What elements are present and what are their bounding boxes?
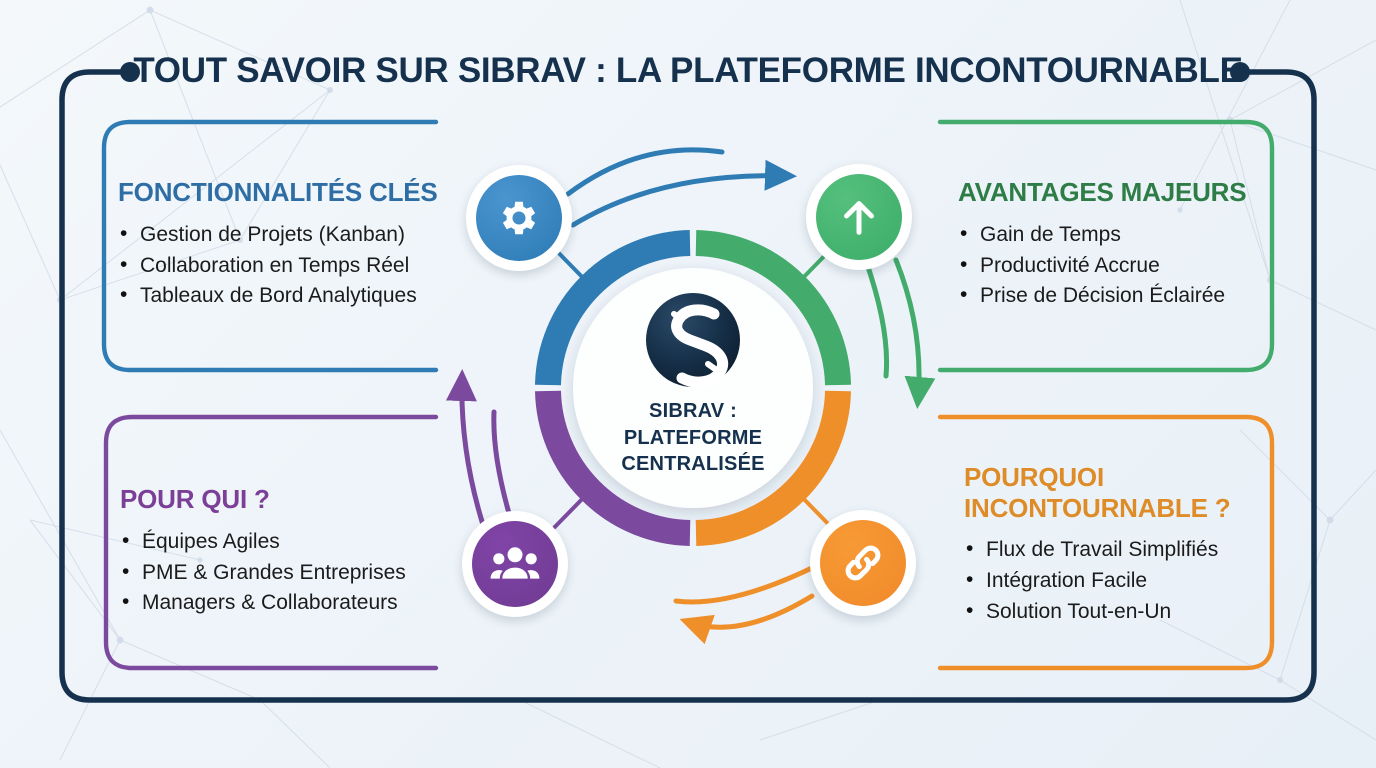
- ring-segment-green: [695, 230, 851, 386]
- quadrant-list-pourquoi-incontournable: Flux de Travail Simplifiés Intégration F…: [964, 534, 1230, 628]
- list-item: Collaboration en Temps Réel: [118, 250, 438, 282]
- gear-badge[interactable]: [466, 165, 572, 271]
- quadrant-heading-avantages-majeurs: AVANTAGES MAJEURS: [958, 177, 1247, 207]
- link-chain-icon: [845, 545, 881, 581]
- arrow-up-icon: [844, 201, 874, 235]
- flow-arrow-purple-outer: [445, 369, 487, 531]
- quadrant-list-pour-qui: Équipes Agiles PME & Grandes Entreprises…: [120, 526, 406, 620]
- list-item: Intégration Facile: [964, 565, 1230, 597]
- quadrant-heading-fonctionnalites-cles: FONCTIONNALITÉS CLÉS: [118, 177, 438, 207]
- hub-label-line2: PLATEFORME: [623, 426, 763, 449]
- list-item: Gain de Temps: [958, 219, 1246, 251]
- ring-segment-blue: [535, 230, 691, 386]
- sibrav-s-logo-icon: [646, 293, 740, 388]
- flow-arrow-orange-inner: [673, 563, 819, 605]
- list-item: Prise de Décision Éclairée: [958, 280, 1246, 312]
- link-chain-badge[interactable]: [810, 510, 916, 616]
- list-item: Tableaux de Bord Analytiques: [118, 280, 438, 312]
- heading-line-1: POURQUOI: [964, 462, 1104, 492]
- quadrant-pour-qui: POUR QUI ? Équipes Agiles PME & Grandes …: [120, 484, 406, 619]
- quadrant-heading-pourquoi-incontournable: POURQUOI INCONTOURNABLE ?: [964, 462, 1231, 523]
- list-item: Managers & Collaborateurs: [120, 587, 406, 619]
- gear-icon: [502, 201, 536, 235]
- flow-arrow-green-outer: [893, 257, 936, 409]
- quadrant-heading-pour-qui: POUR QUI ?: [120, 484, 270, 514]
- quadrant-avantages-majeurs: AVANTAGES MAJEURS Gain de Temps Producti…: [958, 177, 1247, 313]
- people-group-badge[interactable]: [462, 511, 568, 617]
- arrow-up-badge[interactable]: [806, 164, 912, 270]
- list-item: Équipes Agiles: [120, 526, 406, 558]
- heading-line-2: INCONTOURNABLE ?: [964, 492, 1231, 523]
- people-group-icon: [490, 547, 540, 579]
- quadrant-list-avantages-majeurs: Gain de Temps Productivité Accrue Prise …: [958, 219, 1246, 313]
- list-item: PME & Grandes Entreprises: [120, 557, 406, 589]
- list-item: Flux de Travail Simplifiés: [964, 534, 1230, 566]
- list-item: Solution Tout-en-Un: [964, 596, 1230, 628]
- quadrant-list-fonctionnalites-cles: Gestion de Projets (Kanban) Collaboratio…: [118, 219, 438, 313]
- quadrant-pourquoi-incontournable: POURQUOI INCONTOURNABLE ? Flux de Travai…: [964, 462, 1231, 628]
- quadrant-fonctionnalites-cles: FONCTIONNALITÉS CLÉS Gestion de Projets …: [118, 177, 438, 312]
- flow-arrow-orange-outer: [679, 593, 815, 645]
- page-title: TOUT SAVOIR SUR SIBRAV : LA PLATEFORME I…: [133, 51, 1243, 90]
- flow-arrow-blue-inner: [570, 159, 797, 228]
- hub-label-line1: SIBRAV :: [649, 400, 737, 422]
- list-item: Gestion de Projets (Kanban): [118, 219, 438, 251]
- flow-arrow-blue-outer: [565, 147, 725, 197]
- hub-label: SIBRAV : PLATEFORME CENTRALISÉE: [566, 398, 820, 478]
- hub-label-line3: CENTRALISÉE: [621, 453, 765, 476]
- flow-arrow-green-inner: [863, 258, 890, 379]
- list-item: Productivité Accrue: [958, 250, 1246, 282]
